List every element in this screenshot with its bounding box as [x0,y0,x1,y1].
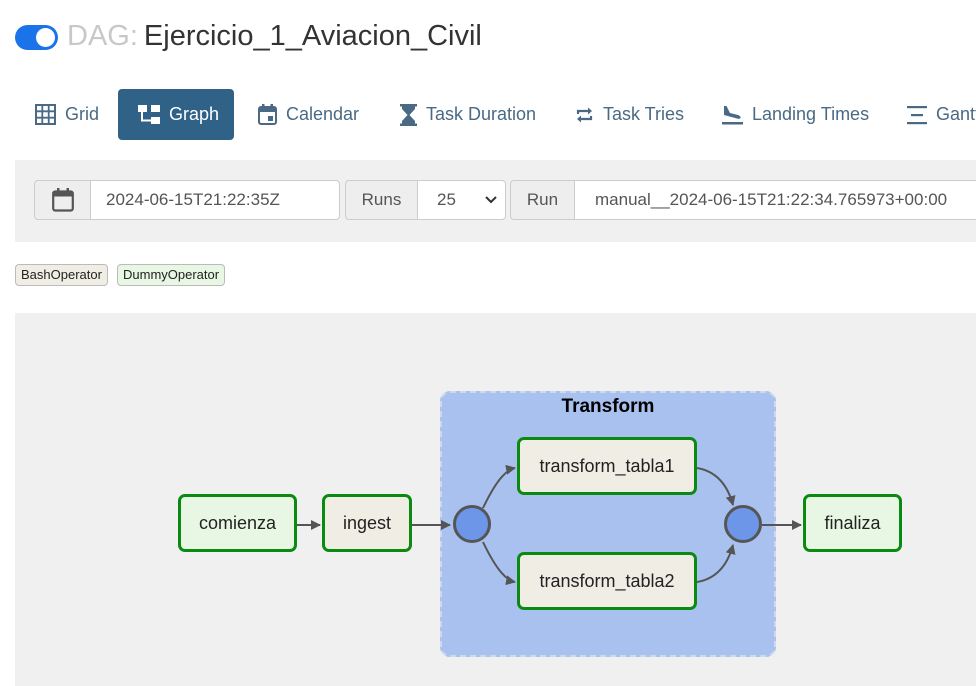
tab-task-tries-label: Task Tries [603,104,685,124]
tab-task-tries[interactable]: Task Tries [575,89,684,140]
tab-grid-label: Grid [65,104,100,124]
run-label: Run [510,180,575,220]
tab-task-duration[interactable]: Task Duration [400,89,536,140]
runs-label: Runs [345,180,418,220]
edge-tabla2-join [696,544,736,583]
graph-icon [138,104,160,124]
edge-tabla1-join [696,467,736,506]
graph-edges [297,464,802,586]
view-tabs: Grid Graph Calendar Task Duration Task T… [0,89,976,140]
runs-select[interactable]: 25 [417,180,506,220]
group-entry-junction[interactable] [453,505,491,543]
edge-group-tabla2 [482,541,516,586]
tab-landing-times-label: Landing Times [752,104,870,124]
plane-landing-icon [722,105,743,124]
legend-bash-operator[interactable]: BashOperator [15,264,108,286]
run-select[interactable]: manual__2024-06-15T21:22:34.765973+00:00 [574,180,976,220]
chevron-down-icon [485,196,497,204]
base-date-input[interactable]: 2024-06-15T21:22:35Z [90,180,340,220]
toggle-knob [36,28,55,47]
tab-task-duration-label: Task Duration [426,104,537,124]
tab-calendar-label: Calendar [286,104,360,124]
tab-graph[interactable]: Graph [118,89,234,140]
runs-select-value: 25 [437,190,456,209]
dag-graph-canvas[interactable]: Transform comienza ingest transform_tabl… [15,313,976,686]
task-node-transform-tabla1[interactable]: transform_tabla1 [517,437,697,495]
dag-name: Ejercicio_1_Aviacion_Civil [143,20,482,52]
page-title: DAG:Ejercicio_1_Aviacion_Civil [67,18,482,54]
task-group-transform[interactable]: Transform [440,391,776,657]
task-node-comienza[interactable]: comienza [178,494,297,552]
hourglass-icon [400,103,417,126]
dag-prefix: DAG: [67,20,138,52]
tab-grid[interactable]: Grid [35,89,99,140]
date-picker-button[interactable] [34,180,91,220]
run-toolbar: 2024-06-15T21:22:35Z Runs 25 Run manual_… [15,160,976,242]
calendar-icon [258,104,277,125]
grid-icon [35,104,56,125]
tab-landing-times[interactable]: Landing Times [722,89,869,140]
task-node-ingest[interactable]: ingest [322,494,412,552]
dag-toggle-switch[interactable] [15,25,58,50]
tab-gantt[interactable]: Gantt [907,89,976,140]
legend-dummy-operator[interactable]: DummyOperator [117,264,226,286]
retry-icon [576,107,593,122]
task-node-transform-tabla2[interactable]: transform_tabla2 [517,552,697,610]
tab-calendar[interactable]: Calendar [258,89,359,140]
edge-group-tabla1 [482,464,516,509]
calendar-icon [51,188,74,212]
gantt-icon [907,105,927,124]
task-node-finaliza[interactable]: finaliza [803,494,902,552]
tab-gantt-label: Gantt [936,104,976,124]
tab-graph-label: Graph [169,104,220,124]
group-exit-junction[interactable] [724,505,762,543]
task-group-label: Transform [561,396,655,417]
